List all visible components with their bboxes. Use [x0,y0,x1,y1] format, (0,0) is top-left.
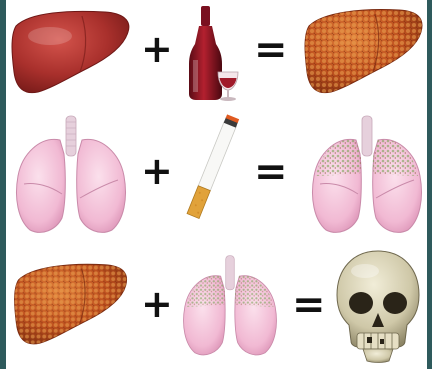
equals-operator: = [254,30,288,70]
equals-operator: = [292,285,326,325]
plus-operator: + [141,30,173,68]
equation-row-alcohol: + = [6,0,427,108]
healthy-liver-icon [10,6,134,96]
cirrhotic-liver-icon [10,259,134,349]
equation-row-result: + = [6,245,427,369]
equation-row-smoking: + = [6,110,427,240]
healthy-lungs-icon [10,114,132,236]
skull-icon [333,249,423,365]
diseased-lungs-icon [306,114,428,236]
cigarette-icon [186,112,240,224]
plus-operator: + [141,285,173,323]
plus-operator: + [141,152,173,190]
diseased-lungs-icon [178,251,282,361]
cirrhotic-liver-icon [303,4,427,98]
equals-operator: = [254,152,288,192]
wine-bottle-glass-icon [184,4,244,102]
